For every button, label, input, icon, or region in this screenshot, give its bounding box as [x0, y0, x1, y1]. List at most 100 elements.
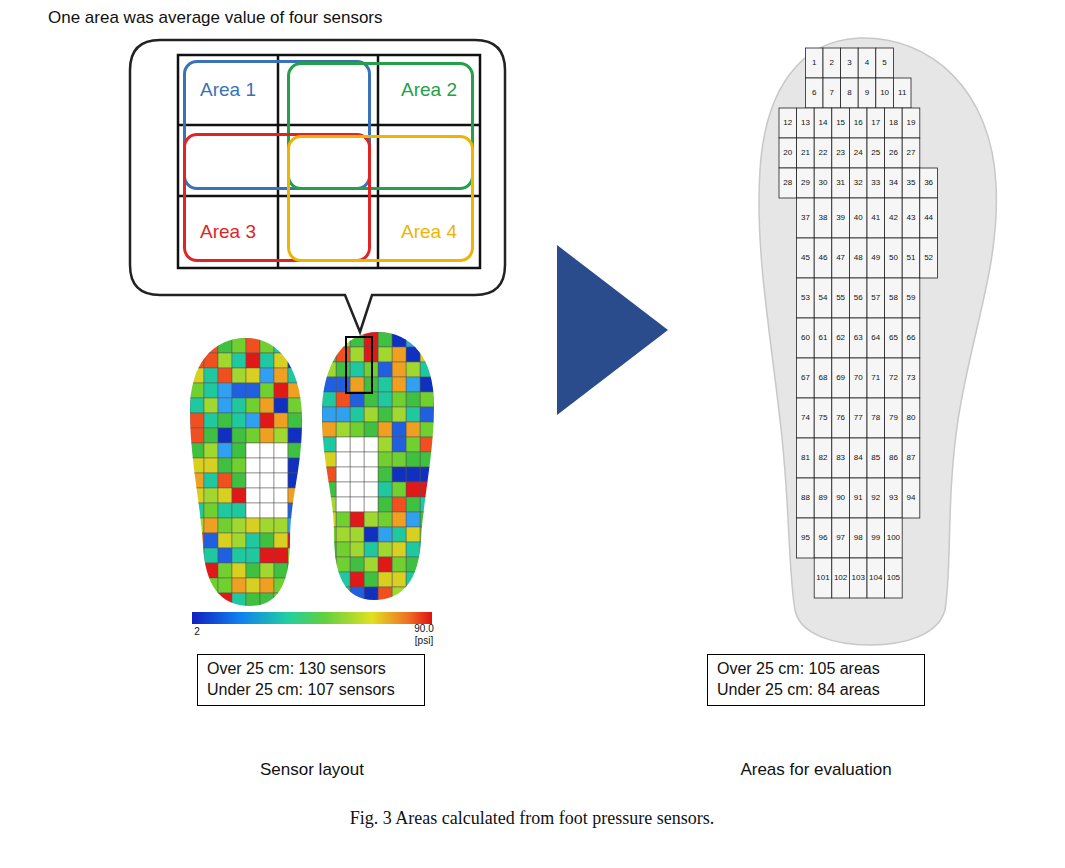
area-number: 62 — [836, 333, 845, 343]
sensor-cell — [246, 488, 260, 503]
sensor-cell — [190, 533, 204, 548]
sensor-cell — [392, 392, 406, 407]
area-number: 104 — [869, 573, 882, 583]
sensor-cell — [260, 518, 274, 533]
sensor-cell — [322, 482, 336, 497]
area-cell — [867, 198, 885, 238]
area-cell — [832, 108, 850, 138]
area-number: 89 — [819, 493, 828, 503]
area-number: 66 — [907, 333, 916, 343]
sensor-cell — [218, 533, 232, 548]
area-cell — [823, 78, 841, 108]
area-number: 100 — [887, 533, 900, 543]
area-number: 94 — [907, 493, 916, 503]
area-cell — [902, 278, 920, 318]
sensor-cell — [260, 548, 274, 563]
sensor-cell — [260, 353, 274, 368]
transition-arrow — [557, 245, 668, 415]
sensor-cell — [218, 593, 232, 608]
sensor-cell — [406, 587, 420, 602]
area-number: 96 — [819, 533, 828, 543]
area-cell — [885, 278, 903, 318]
area-cell — [797, 318, 815, 358]
area-number: 32 — [854, 178, 863, 188]
sensor-cell — [364, 407, 378, 422]
area-number: 53 — [801, 293, 810, 303]
sensor-cell — [190, 503, 204, 518]
area-grid — [779, 48, 937, 598]
sensor-cell — [190, 488, 204, 503]
callout-bubble — [130, 40, 505, 332]
area-number: 64 — [871, 333, 880, 343]
area-cell — [849, 168, 867, 198]
area-cell — [885, 138, 903, 168]
area-cell — [867, 518, 885, 558]
sensor-cell — [350, 392, 364, 407]
sensor-cell — [260, 398, 274, 413]
sensor-cell — [336, 407, 350, 422]
area-number: 103 — [852, 573, 865, 583]
sensor-cell — [246, 518, 260, 533]
area-cell — [823, 48, 841, 78]
sensor-cell — [392, 452, 406, 467]
sensor-cell — [350, 422, 364, 437]
sensor-cell — [218, 548, 232, 563]
area-cell — [797, 108, 815, 138]
area-number: 13 — [801, 118, 810, 128]
sensor-cell — [420, 572, 434, 587]
sensor-cell — [218, 563, 232, 578]
sensor-cell — [336, 467, 350, 482]
area-cell — [876, 48, 894, 78]
sensor-cell — [260, 428, 274, 443]
area-cell — [849, 398, 867, 438]
area-cell — [797, 438, 815, 478]
area-box: Area 4 — [287, 135, 474, 262]
area-number: 56 — [854, 293, 863, 303]
sensor-cell — [274, 428, 288, 443]
sensor-cell — [378, 467, 392, 482]
area-cell — [867, 278, 885, 318]
area-number: 75 — [819, 413, 828, 423]
area-cell — [885, 168, 903, 198]
sensor-cell — [364, 527, 378, 542]
sensor-cell — [274, 518, 288, 533]
sensor-cell — [246, 548, 260, 563]
sensor-cell — [406, 452, 420, 467]
area-cell — [902, 138, 920, 168]
area-number: 9 — [865, 88, 869, 98]
area-cell — [814, 518, 832, 558]
sensor-cell — [232, 548, 246, 563]
area-cell — [805, 78, 823, 108]
area-number: 26 — [889, 148, 898, 158]
area-number: 58 — [889, 293, 898, 303]
sensor-cell — [246, 443, 260, 458]
sensor-cell — [406, 332, 420, 347]
sensor-cell — [204, 458, 218, 473]
area-label: Area 2 — [401, 79, 457, 102]
area-cell — [902, 108, 920, 138]
area-number: 40 — [854, 213, 863, 223]
sensor-cell — [246, 398, 260, 413]
sensor-cell — [190, 443, 204, 458]
area-cell — [902, 238, 920, 278]
area-cell — [832, 198, 850, 238]
sensor-cell — [420, 587, 434, 602]
area-cell — [814, 168, 832, 198]
area-cell — [797, 398, 815, 438]
sensor-cell — [260, 593, 274, 608]
sensor-cell — [190, 368, 204, 383]
sensor-cell — [288, 578, 302, 593]
area-cell — [849, 108, 867, 138]
area-cell — [832, 278, 850, 318]
sensor-cell — [350, 467, 364, 482]
area-cell — [832, 478, 850, 518]
area-number: 52 — [924, 253, 933, 263]
sensor-cell — [392, 482, 406, 497]
sensor-cell — [350, 437, 364, 452]
right-foot-map — [322, 332, 434, 602]
area-number: 6 — [812, 88, 816, 98]
sensor-cell — [204, 353, 218, 368]
sensor-cell — [420, 527, 434, 542]
area-number: 80 — [907, 413, 916, 423]
